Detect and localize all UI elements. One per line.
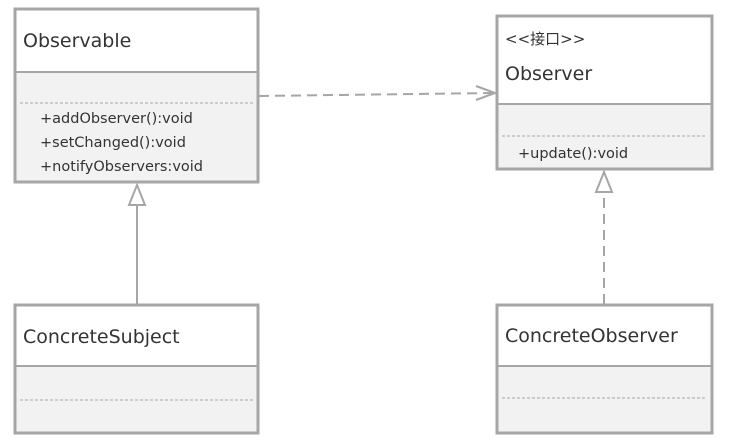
- class-observer[interactable]: <<接口>> Observer +update():void: [495, 14, 714, 171]
- class-concrete-observer-header: [497, 305, 712, 366]
- class-observer-method: +update():void: [518, 146, 628, 162]
- class-concrete-subject-name: ConcreteSubject: [23, 326, 180, 348]
- class-observer-header: [497, 16, 712, 104]
- relation-dependency[interactable]: [258, 85, 498, 101]
- open-arrowhead-icon: [475, 85, 498, 101]
- class-concrete-subject-border: [13, 303, 260, 435]
- class-concrete-observer-body: [497, 366, 712, 433]
- class-observable-method: +setChanged():void: [40, 135, 186, 151]
- class-concrete-subject-header: [15, 305, 258, 366]
- class-observable-name: Observable: [23, 30, 131, 52]
- class-observable-method: +addObserver():void: [40, 111, 193, 127]
- relation-realization[interactable]: [594, 169, 614, 304]
- class-observable-border: [13, 7, 260, 184]
- class-concrete-observer-name: ConcreteObserver: [505, 325, 678, 347]
- dependency-line: [258, 92, 493, 97]
- class-concrete-observer-border: [495, 303, 714, 435]
- hollow-triangle-arrowhead-icon: [127, 182, 147, 206]
- class-concrete-observer[interactable]: ConcreteObserver: [495, 303, 714, 435]
- class-observable-method: +notifyObservers:void: [40, 159, 203, 175]
- relation-generalization[interactable]: [127, 182, 147, 304]
- class-observer-border: [495, 14, 714, 171]
- class-concrete-subject[interactable]: ConcreteSubject: [13, 303, 260, 435]
- class-observable-body: [15, 72, 258, 182]
- class-observable-header: [15, 9, 258, 72]
- class-observer-stereotype: <<接口>>: [505, 30, 585, 48]
- class-observable[interactable]: Observable +addObserver():void +setChang…: [13, 7, 260, 184]
- hollow-triangle-arrowhead-icon: [594, 169, 614, 193]
- class-observer-name: Observer: [505, 63, 592, 85]
